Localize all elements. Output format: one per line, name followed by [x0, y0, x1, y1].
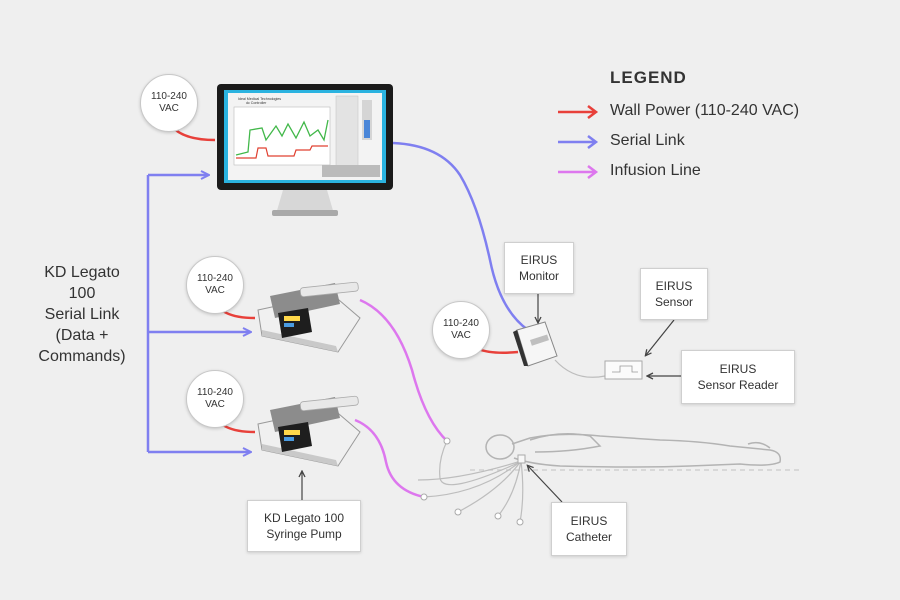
power-source-pump-1: 110-240 VAC — [186, 256, 244, 314]
syringe-pump-2 — [257, 395, 361, 467]
computer-monitor — [217, 84, 393, 216]
power-source-monitor: 110-240 VAC — [432, 301, 490, 359]
label-syringe-pump: KD Legato 100 Syringe Pump — [247, 500, 361, 552]
legend-item-wall-power: Wall Power (110-240 VAC) — [610, 102, 800, 119]
label-eirus-catheter: EIRUS Catheter — [551, 502, 627, 556]
legend-title: LEGEND — [610, 68, 687, 87]
eirus-sensor-reader-device — [604, 360, 643, 380]
label-eirus-sensor-reader: EIRUS Sensor Reader — [681, 350, 795, 404]
serial-link-lines — [146, 141, 529, 452]
syringe-pump-1 — [257, 281, 361, 353]
legend-item-infusion-line: Infusion Line — [610, 162, 701, 179]
legend-arrows — [558, 105, 599, 179]
patient-figure — [485, 433, 782, 468]
pointer-lines — [302, 294, 682, 503]
catheter-lines — [417, 359, 606, 523]
screen-title-line2: dc Controller — [246, 101, 267, 105]
serial-link-label: KD Legato 100 Serial Link (Data + Comman… — [38, 264, 126, 365]
label-eirus-sensor: EIRUS Sensor — [640, 268, 708, 320]
catheter-ends — [420, 437, 526, 526]
label-eirus-monitor: EIRUS Monitor — [504, 242, 574, 294]
screen-title-line1: Ideal Medical Technologies — [238, 97, 281, 101]
infusion-lines — [354, 298, 448, 499]
power-source-computer: 110-240 VAC — [140, 74, 198, 132]
legend-item-serial-link: Serial Link — [610, 132, 685, 149]
legend-arrow-infusion — [558, 165, 599, 179]
legend-arrow-serial — [558, 135, 599, 149]
power-source-pump-2: 110-240 VAC — [186, 370, 244, 428]
eirus-monitor-device — [513, 321, 558, 367]
legend-arrow-power — [558, 105, 599, 119]
